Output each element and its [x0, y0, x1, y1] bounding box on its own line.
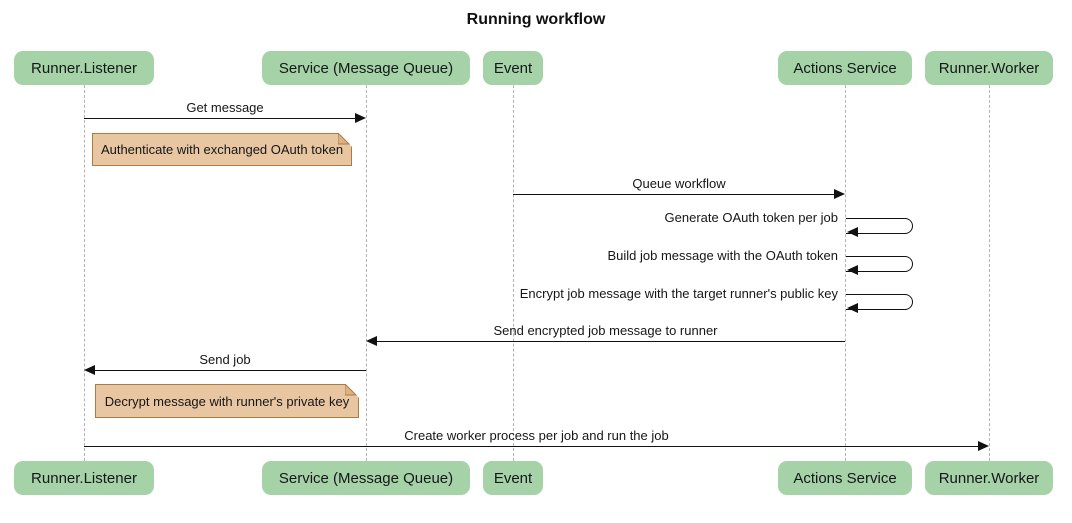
diagram-title: Running workflow	[466, 11, 606, 28]
message-arrow-queue-workflow	[513, 194, 841, 195]
self-loop-build-job	[846, 256, 913, 272]
actor-top-runner-worker: Runner.Worker	[925, 51, 1053, 85]
lifeline-runner-worker	[989, 85, 990, 461]
actor-bottom-actions-service: Actions Service	[778, 461, 912, 495]
arrowhead-left-icon	[84, 365, 95, 375]
note-decrypt-text: Decrypt message with runner's private ke…	[104, 393, 350, 409]
message-label-build-job: Build job message with the OAuth token	[607, 248, 838, 263]
message-label-generate-token: Generate OAuth token per job	[664, 210, 838, 225]
actor-top-actions-service: Actions Service	[778, 51, 912, 85]
actor-top-runner-listener: Runner.Listener	[14, 51, 154, 85]
lifeline-service-queue	[366, 85, 367, 461]
arrowhead-right-icon	[834, 189, 845, 199]
note-fold-icon	[345, 384, 359, 398]
actor-bottom-service-queue: Service (Message Queue)	[262, 461, 470, 495]
arrowhead-right-icon	[355, 113, 366, 123]
actor-top-event: Event	[483, 51, 543, 85]
message-label-send-job: Send job	[199, 352, 251, 367]
message-label-get-message: Get message	[186, 100, 264, 115]
actor-bottom-event: Event	[483, 461, 543, 495]
arrowhead-left-icon	[847, 265, 858, 275]
arrowhead-left-icon	[847, 227, 858, 237]
lifeline-runner-listener	[84, 85, 85, 461]
actor-bottom-runner-worker: Runner.Worker	[925, 461, 1053, 495]
message-label-queue-workflow: Queue workflow	[632, 176, 726, 191]
message-arrow-get-message	[84, 118, 362, 119]
self-loop-generate-token	[846, 218, 913, 234]
lifeline-actions-service	[845, 85, 846, 461]
note-fold-icon	[338, 133, 352, 147]
note-authenticate-text: Authenticate with exchanged OAuth token	[100, 142, 344, 157]
actor-top-service-queue: Service (Message Queue)	[262, 51, 470, 85]
arrowhead-left-icon	[847, 303, 858, 313]
arrowhead-right-icon	[978, 441, 989, 451]
message-arrow-send-job	[88, 370, 366, 371]
note-authenticate: Authenticate with exchanged OAuth token	[92, 133, 352, 166]
message-label-create-worker: Create worker process per job and run th…	[404, 428, 669, 443]
actor-bottom-runner-listener: Runner.Listener	[14, 461, 154, 495]
message-arrow-send-encrypted	[370, 341, 845, 342]
arrowhead-left-icon	[366, 336, 377, 346]
note-decrypt: Decrypt message with runner's private ke…	[95, 384, 359, 418]
self-loop-encrypt-job	[846, 294, 913, 310]
lifeline-event	[513, 85, 514, 461]
message-arrow-create-worker	[84, 446, 985, 447]
message-label-encrypt-job: Encrypt job message with the target runn…	[519, 286, 838, 301]
message-label-send-encrypted: Send encrypted job message to runner	[493, 323, 718, 338]
